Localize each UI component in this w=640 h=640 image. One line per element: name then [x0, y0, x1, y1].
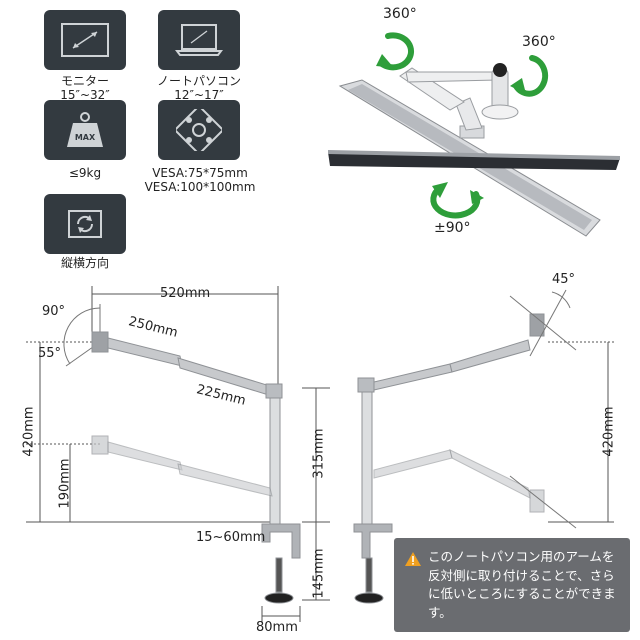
dim-clamp-range: 15~60mm — [196, 530, 266, 545]
monitor-size-icon — [44, 10, 126, 70]
dim-base-width: 80mm — [256, 620, 298, 635]
monitor-size-label: モニター 15″~32″ — [60, 74, 110, 102]
rotation-label-top-left: 360° — [383, 6, 417, 22]
rotate-icon — [44, 194, 126, 254]
rotation-label-top-right: 360° — [522, 34, 556, 50]
dim-clamp-depth: 145mm — [311, 548, 327, 599]
rotation-label-bottom: ±90° — [434, 220, 471, 236]
dim-angle-right: 45° — [552, 272, 576, 287]
dim-height-left: 420mm — [21, 406, 37, 457]
dim-angle-down: 55° — [38, 346, 62, 361]
dim-height-right: 420mm — [601, 406, 617, 457]
warning-icon — [405, 552, 421, 566]
rotate-label: 縦横方向 — [60, 256, 109, 270]
dim-pole-height: 315mm — [311, 428, 327, 479]
weight-max-text: MAX — [75, 133, 96, 142]
weight-icon: MAX — [44, 100, 126, 160]
vesa-icon — [158, 100, 240, 160]
note-text: このノートパソコン用のアームを反対側に取り付けることで、さらに低いところにするこ… — [428, 549, 616, 620]
dim-height-low: 190mm — [57, 458, 73, 509]
vesa-label: VESA:75*75mm VESA:100*100mm — [144, 166, 256, 194]
rotating-monitor-illustration — [328, 32, 620, 237]
laptop-size-icon — [158, 10, 240, 70]
note-box: このノートパソコン用のアームを反対側に取り付けることで、さらに低いところにするこ… — [394, 538, 630, 632]
weight-label: ≤9kg — [68, 166, 102, 180]
rotate-arrow-bottom-icon — [430, 185, 481, 219]
dimension-diagram — [26, 286, 614, 622]
laptop-size-label: ノートパソコン 12″~17″ — [156, 74, 241, 102]
dim-width-total: 520mm — [160, 286, 211, 301]
dim-angle-up: 90° — [42, 304, 66, 319]
